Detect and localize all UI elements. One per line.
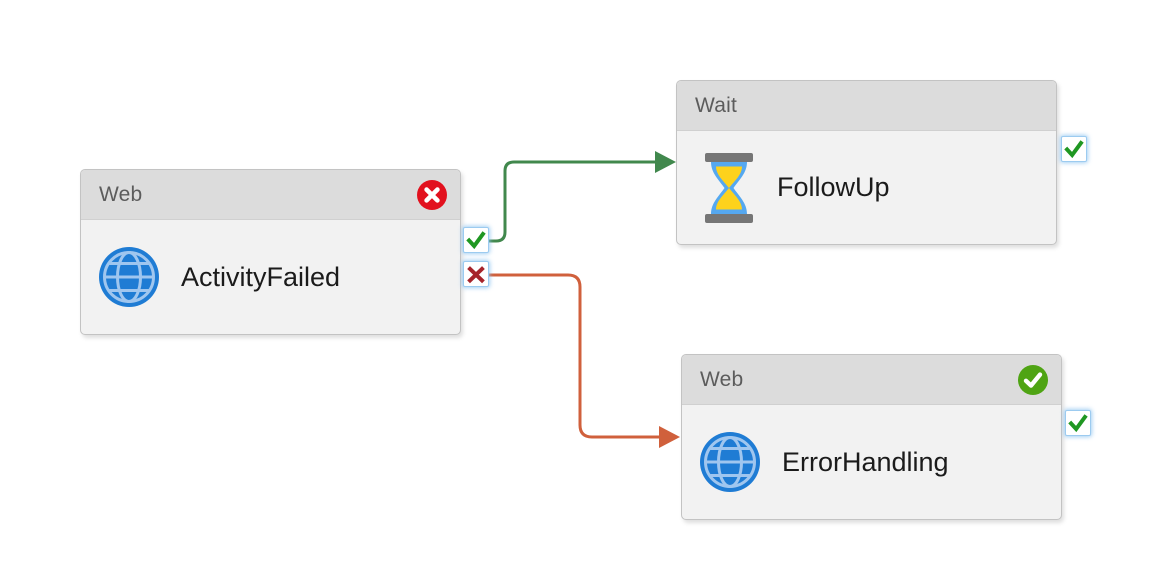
- node-errorhandling[interactable]: Web: [681, 354, 1062, 520]
- node-activityfailed-body: ActivityFailed: [81, 220, 460, 334]
- activityfailed-success-port[interactable]: [463, 227, 489, 253]
- success-link[interactable]: [489, 151, 676, 243]
- node-title: FollowUp: [777, 172, 890, 202]
- node-type-label: Web: [700, 367, 744, 391]
- cross-icon: [467, 266, 485, 284]
- globe-icon: [98, 246, 160, 308]
- check-icon: [1068, 414, 1088, 433]
- success-link-arrowhead: [655, 151, 676, 173]
- node-type-label: Wait: [695, 93, 738, 117]
- activityfailed-failure-port[interactable]: [463, 261, 489, 287]
- node-type-label: Web: [99, 182, 143, 206]
- globe-icon: [699, 431, 761, 493]
- failure-link-arrowhead: [659, 426, 680, 448]
- node-activityfailed[interactable]: Web: [80, 169, 461, 335]
- node-followup[interactable]: Wait FollowUp: [676, 80, 1057, 245]
- error-badge-icon: [417, 179, 447, 210]
- check-icon: [466, 231, 486, 250]
- node-title: ActivityFailed: [181, 261, 341, 292]
- success-badge-icon: [1018, 364, 1048, 395]
- check-icon: [1064, 140, 1084, 159]
- hourglass-icon: [702, 152, 756, 223]
- node-errorhandling-body: ErrorHandling: [682, 405, 1061, 519]
- node-followup-header: Wait: [677, 81, 1056, 131]
- node-followup-body: FollowUp: [677, 131, 1056, 244]
- followup-success-port[interactable]: [1061, 136, 1087, 162]
- failure-link[interactable]: [489, 273, 680, 448]
- node-errorhandling-header: Web: [682, 355, 1061, 405]
- node-activityfailed-header: Web: [81, 170, 460, 220]
- errorhandling-success-port[interactable]: [1065, 410, 1091, 436]
- node-title: ErrorHandling: [782, 446, 949, 477]
